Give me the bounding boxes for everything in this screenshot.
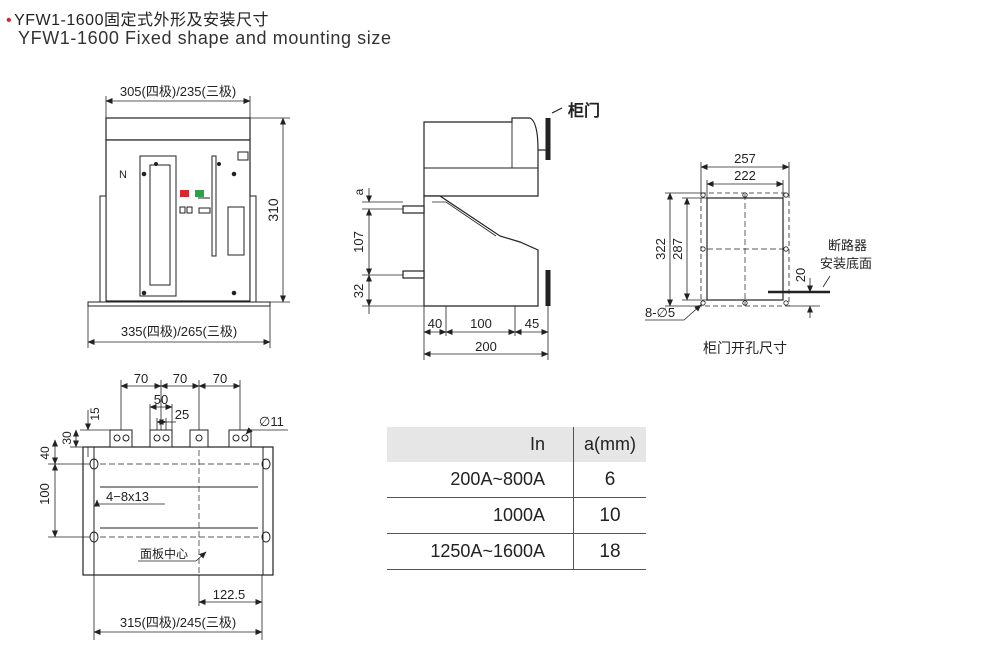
- side-dim-a: a: [352, 188, 366, 195]
- cutout-caption: 柜门开孔尺寸: [703, 340, 787, 356]
- dim-25: 25: [175, 407, 189, 422]
- dim-50: 50: [154, 392, 168, 407]
- spec-table: In a(mm) 200A~800A 6 1000A 10 1250A~1600…: [387, 427, 646, 570]
- base-label-line1: 断路器: [828, 238, 867, 253]
- side-dim-107: 107: [351, 231, 366, 253]
- cutout-dim-322: 322: [653, 238, 668, 260]
- cutout-dim-287: 287: [670, 238, 685, 260]
- hole-dia: ∅11: [259, 414, 284, 429]
- cutout-dim-20: 20: [793, 268, 808, 282]
- side-dim-40: 40: [428, 316, 442, 331]
- table-row: 200A~800A 6: [387, 462, 646, 498]
- col-a-header: a(mm): [573, 427, 646, 462]
- pole-label: N: [119, 169, 127, 181]
- side-dim-100: 100: [470, 316, 492, 331]
- bullet-icon: •: [6, 12, 13, 29]
- front-dim-height: 310: [265, 198, 281, 222]
- pitch-3: 70: [213, 371, 227, 386]
- front-dim-bottom: 335(四极)/265(三极): [121, 324, 237, 339]
- table-row: 1250A~1600A 18: [387, 533, 646, 570]
- dim-40: 40: [38, 446, 52, 460]
- current-cell: 200A~800A: [387, 462, 574, 498]
- slot-label: 4−8x13: [106, 489, 149, 504]
- side-dim-32: 32: [351, 284, 366, 298]
- a-cell: 6: [573, 462, 646, 498]
- table-header-row: In a(mm): [387, 427, 646, 462]
- table-row: 1000A 10: [387, 497, 646, 534]
- title-cn: •YFW1-1600固定式外形及安装尺寸: [6, 6, 269, 30]
- dim-100: 100: [37, 483, 52, 505]
- base-label-line2: 安装底面: [820, 256, 872, 271]
- front-dim-top: 305(四极)/235(三极): [120, 84, 236, 99]
- side-dim-45: 45: [525, 316, 539, 331]
- center-label: 面板中心: [140, 546, 188, 561]
- current-cell: 1000A: [387, 497, 574, 534]
- door-cutout: [645, 162, 831, 321]
- dim-15: 15: [88, 407, 102, 421]
- side-dim-200: 200: [475, 339, 497, 354]
- dim-122-5: 122.5: [213, 587, 246, 602]
- bottom-view: [48, 380, 288, 640]
- col-in-header: In: [387, 427, 574, 462]
- bottom-dim-width: 315(四极)/245(三极): [120, 615, 236, 630]
- dim-30: 30: [60, 431, 74, 445]
- pitch-2: 70: [173, 371, 187, 386]
- a-cell: 18: [573, 533, 646, 570]
- title-cn-text: YFW1-1600固定式外形及安装尺寸: [14, 12, 269, 29]
- front-view: [87, 96, 290, 348]
- hole-label: 8-∅5: [645, 305, 675, 320]
- title-en: YFW1-1600 Fixed shape and mounting size: [18, 28, 392, 48]
- a-cell: 10: [573, 497, 646, 534]
- current-cell: 1250A~1600A: [387, 533, 574, 570]
- door-label: 柜门: [568, 101, 600, 120]
- cutout-dim-222: 222: [734, 168, 756, 183]
- pitch-1: 70: [134, 371, 148, 386]
- cutout-dim-257: 257: [734, 151, 756, 166]
- side-view: [362, 107, 563, 360]
